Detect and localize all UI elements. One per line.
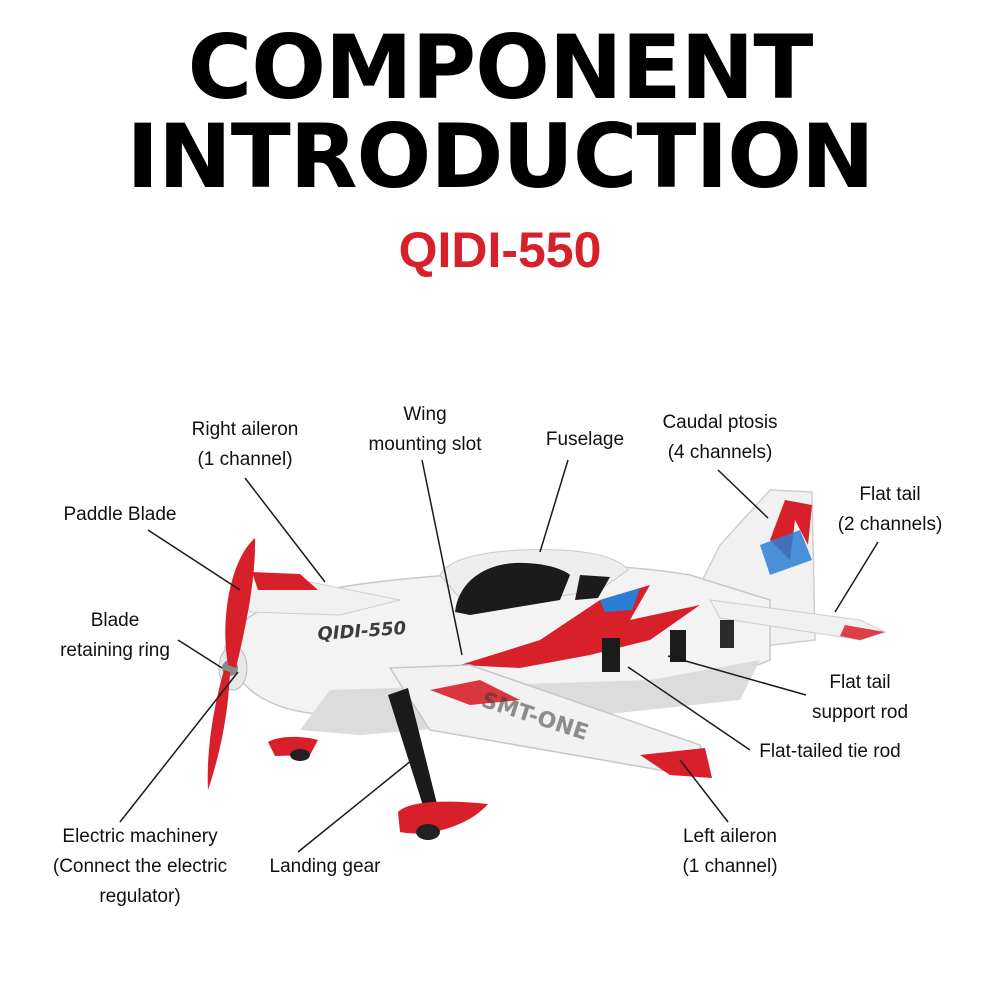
- label-flat-tail: Flat tail (2 channels): [837, 484, 943, 535]
- callout-line-landing-gear: [297, 759, 413, 853]
- propeller-blade-lower: [207, 670, 230, 790]
- label-flat-tail-support-rod: Flat tail support rod: [811, 672, 909, 723]
- landing-gear-wheel: [416, 824, 440, 840]
- callout-line-wing-slot: [421, 459, 463, 656]
- label-caudal-ptosis: Caudal ptosis (4 channels): [662, 412, 778, 463]
- landing-gear-strut: [388, 688, 438, 812]
- label-left-aileron: Left aileron (1 channel): [682, 826, 778, 877]
- label-flat-tailed-tie-rod: Flat-tailed tie rod: [759, 741, 901, 762]
- fuselage-red-swoosh: [460, 585, 700, 668]
- label-landing-gear: Landing gear: [269, 856, 381, 877]
- callout-line-fuselage: [539, 459, 569, 553]
- callout-line-blade-ring: [177, 639, 223, 669]
- horizontal-tail-red-tip: [840, 625, 885, 640]
- callout-line-tie-rod: [627, 666, 751, 751]
- right-aileron-tip: [252, 572, 318, 590]
- callout-line-left-aileron: [679, 759, 729, 823]
- label-fuselage: Fuselage: [545, 429, 625, 450]
- page-title-line-2: INTRODUCTION: [126, 105, 874, 208]
- tail-strut-1: [602, 638, 620, 672]
- propeller-blade-upper: [225, 538, 256, 668]
- callout-line-flat-tail: [834, 541, 879, 613]
- label-wing-mounting-slot: Wing mounting slot: [368, 404, 482, 455]
- callout-line-caudal: [717, 469, 769, 519]
- label-right-aileron: Right aileron (1 channel): [191, 419, 299, 470]
- rear-gear-wheel: [290, 749, 310, 761]
- canopy-window-rear: [575, 575, 610, 600]
- tail-strut-3: [720, 620, 734, 648]
- fuselage-blue-accent: [600, 588, 640, 612]
- tail-strut-2: [670, 630, 686, 662]
- canopy-window: [455, 562, 570, 615]
- callout-line-tail-rod: [667, 655, 807, 696]
- label-paddle-blade: Paddle Blade: [63, 504, 177, 525]
- callout-line-paddle-blade: [147, 529, 241, 591]
- rudder-blue-stripe: [760, 530, 812, 575]
- left-wing-red-band: [430, 680, 520, 705]
- model-name: QIDI-550: [398, 222, 602, 278]
- label-electric-machinery: Electric machinery (Connect the electric…: [52, 826, 228, 907]
- callout-line-electric: [119, 671, 239, 823]
- left-aileron-tip: [640, 748, 712, 778]
- page-title-line-1: COMPONENT: [187, 16, 814, 119]
- landing-gear-wheel-fairing: [398, 801, 488, 834]
- callout-line-right-aileron: [244, 477, 326, 583]
- label-blade-retaining-ring: Blade retaining ring: [60, 610, 170, 661]
